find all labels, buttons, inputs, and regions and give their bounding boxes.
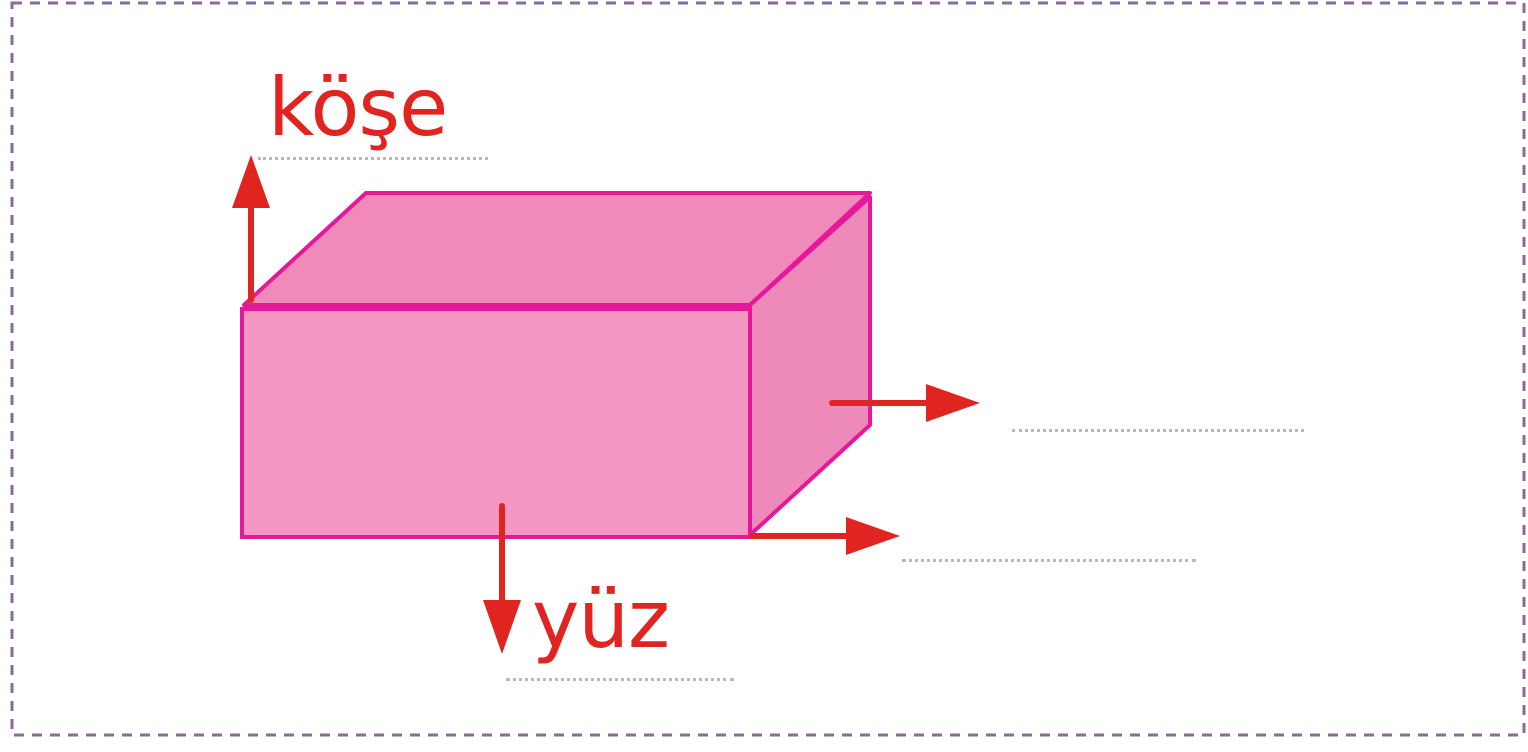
blank-line-vertex[interactable] [902, 559, 1196, 562]
arrow-face-head [483, 600, 521, 654]
pointer-arrows [232, 155, 980, 654]
rectangular-prism [240, 191, 872, 539]
arrow-vertex-head [846, 517, 900, 555]
arrow-corner-head [232, 155, 270, 208]
blank-line-edge[interactable] [1012, 429, 1304, 432]
prism-top-face [242, 191, 872, 307]
label-corner: köşe [268, 61, 448, 154]
prism-front-face [240, 307, 752, 539]
label-face: yüz [532, 573, 670, 666]
dashed-frame [10, 1, 1526, 737]
blank-line-face [506, 678, 734, 681]
blank-line-corner [258, 157, 488, 160]
arrow-edge-head [926, 384, 980, 422]
